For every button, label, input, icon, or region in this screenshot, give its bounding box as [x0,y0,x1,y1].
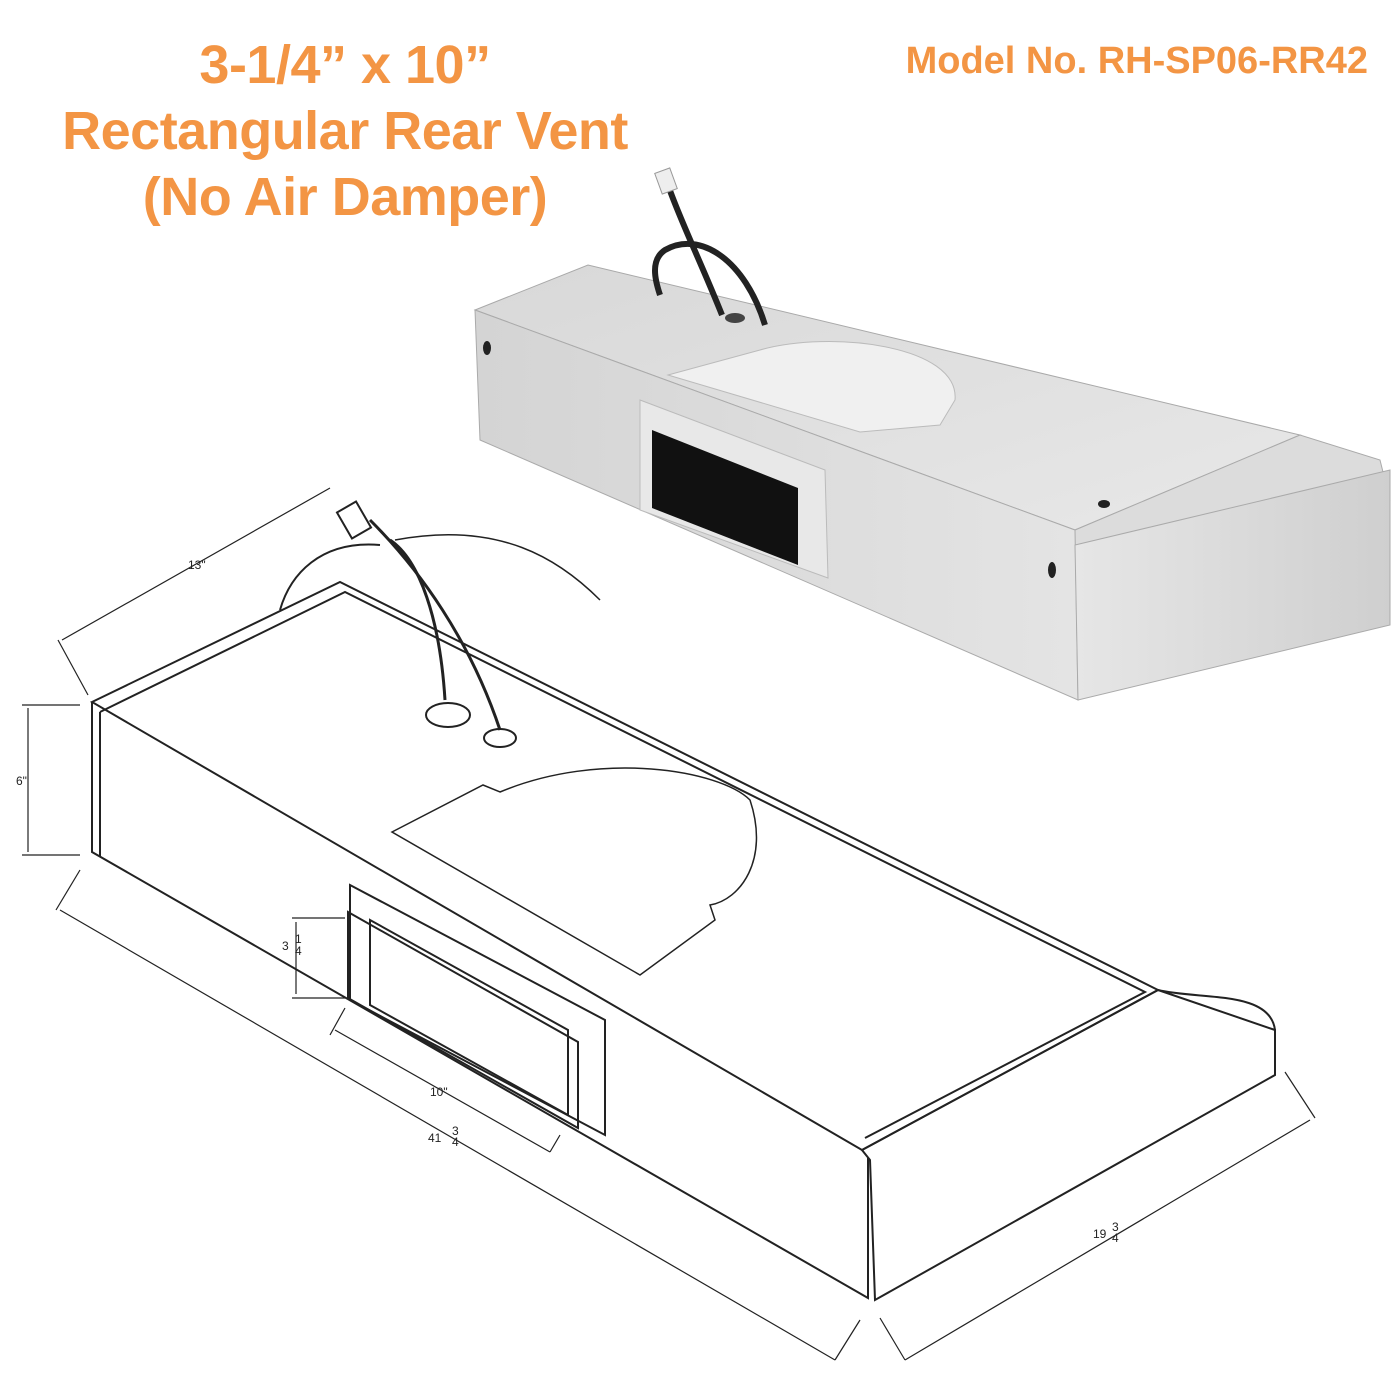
dim-vent-height: 3 [282,939,289,953]
svg-text:3: 3 [1112,1220,1119,1234]
keyhole-icon [1098,500,1110,508]
svg-text:1: 1 [295,932,302,946]
title-vent-type: Rectangular Rear Vent [62,101,628,161]
title-block: 3-1/4” x 10” Rectangular Rear Vent (No A… [40,32,650,230]
plug-icon [654,167,678,195]
svg-text:4: 4 [1112,1231,1119,1245]
dim-depth: 13" [188,558,206,572]
dim-front-depth: 19 [1093,1227,1107,1241]
svg-text:3: 3 [452,1124,459,1138]
title-vent-size: 3-1/4” x 10” [199,35,491,95]
model-number: Model No. RH-SP06-RR42 [905,40,1368,82]
keyhole-icon [1048,562,1056,578]
keyhole-icon [483,341,491,355]
dim-vent-width: 10" [430,1085,448,1099]
svg-text:4: 4 [452,1135,459,1149]
dim-height: 6" [16,774,27,788]
svg-text:4: 4 [295,944,302,958]
dim-width: 41 [428,1131,442,1145]
title-damper-note: (No Air Damper) [142,167,548,227]
